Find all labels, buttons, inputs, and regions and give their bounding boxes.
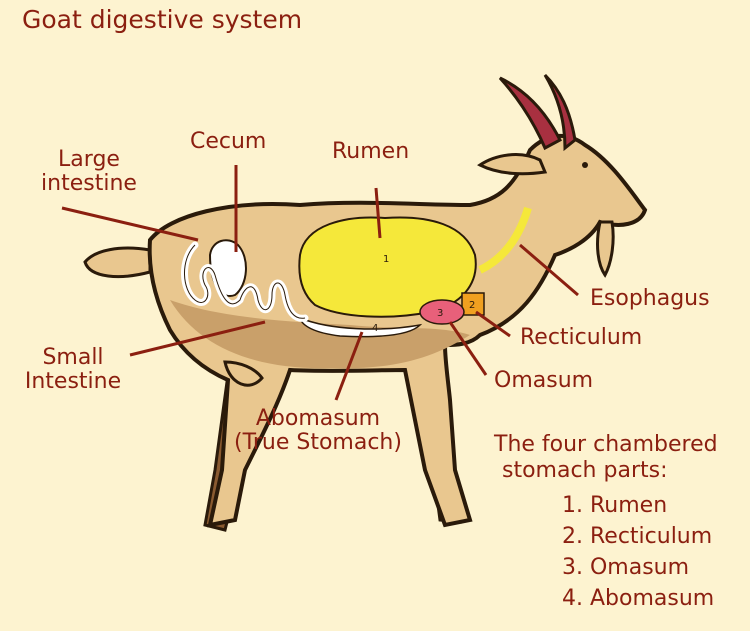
small-intestine-label-line2: Intestine (24, 369, 122, 394)
recticulum-organ (461, 292, 485, 316)
abomasum-leader (334, 331, 364, 401)
rumen-leader (374, 187, 382, 239)
intestine-coils-outline (184, 244, 306, 319)
recticulum-leader (475, 310, 511, 338)
goat-udder (223, 360, 264, 387)
abomasum-label-line2: (True Stomach) (234, 430, 402, 455)
recticulum-number: 2 (469, 300, 475, 311)
legend-item-abomasum: 4. Abomasum (562, 586, 715, 611)
stomach-legend: The four chambered stomach parts: 1. Rum… (494, 432, 718, 614)
cecum-label: Cecum (190, 129, 267, 154)
legend-heading-line2: stomach parts: (502, 458, 668, 483)
esophagus-tube (478, 206, 532, 274)
abomasum-organ (298, 316, 423, 338)
goat-horn (543, 73, 577, 152)
esophagus-leader (519, 243, 579, 297)
goat-eye (582, 162, 588, 168)
abomasum-number: 4 (372, 323, 378, 334)
esophagus-label: Esophagus (590, 286, 710, 311)
large-intestine-label-line1: Large (58, 147, 120, 172)
abomasum-label-line1: Abomasum (255, 406, 381, 431)
legend-heading-line1: The four chambered (494, 432, 718, 457)
omasum-label: Omasum (494, 368, 594, 393)
large-intestine-label-line2: intestine (41, 171, 137, 196)
large-intestine-leader (61, 206, 199, 242)
small-intestine-leader (129, 320, 266, 357)
large-intestine-label: Large intestine (34, 148, 144, 196)
omasum-organ (419, 299, 465, 325)
abomasum-label: Abomasum (True Stomach) (208, 407, 428, 455)
page-title: Goat digestive system (22, 5, 303, 34)
goat-horn (498, 76, 562, 151)
omasum-leader (448, 321, 488, 376)
goat-belly-shade (170, 300, 470, 369)
goat-beard (596, 220, 615, 278)
legend-item-omasum: 3. Omasum (562, 555, 690, 580)
omasum-number: 3 (437, 308, 443, 319)
small-intestine-label: Small Intestine (18, 346, 128, 394)
goat-ear (477, 153, 548, 176)
goat-tail (83, 246, 152, 279)
legend-item-rumen: 1. Rumen (562, 493, 668, 518)
recticulum-label: Recticulum (520, 325, 643, 350)
rumen-organ (298, 216, 477, 318)
rumen-label: Rumen (332, 139, 410, 164)
legend-item-recticulum: 2. Recticulum (562, 524, 713, 549)
rumen-number: 1 (383, 254, 389, 265)
small-intestine-label-line1: Small (42, 345, 104, 370)
